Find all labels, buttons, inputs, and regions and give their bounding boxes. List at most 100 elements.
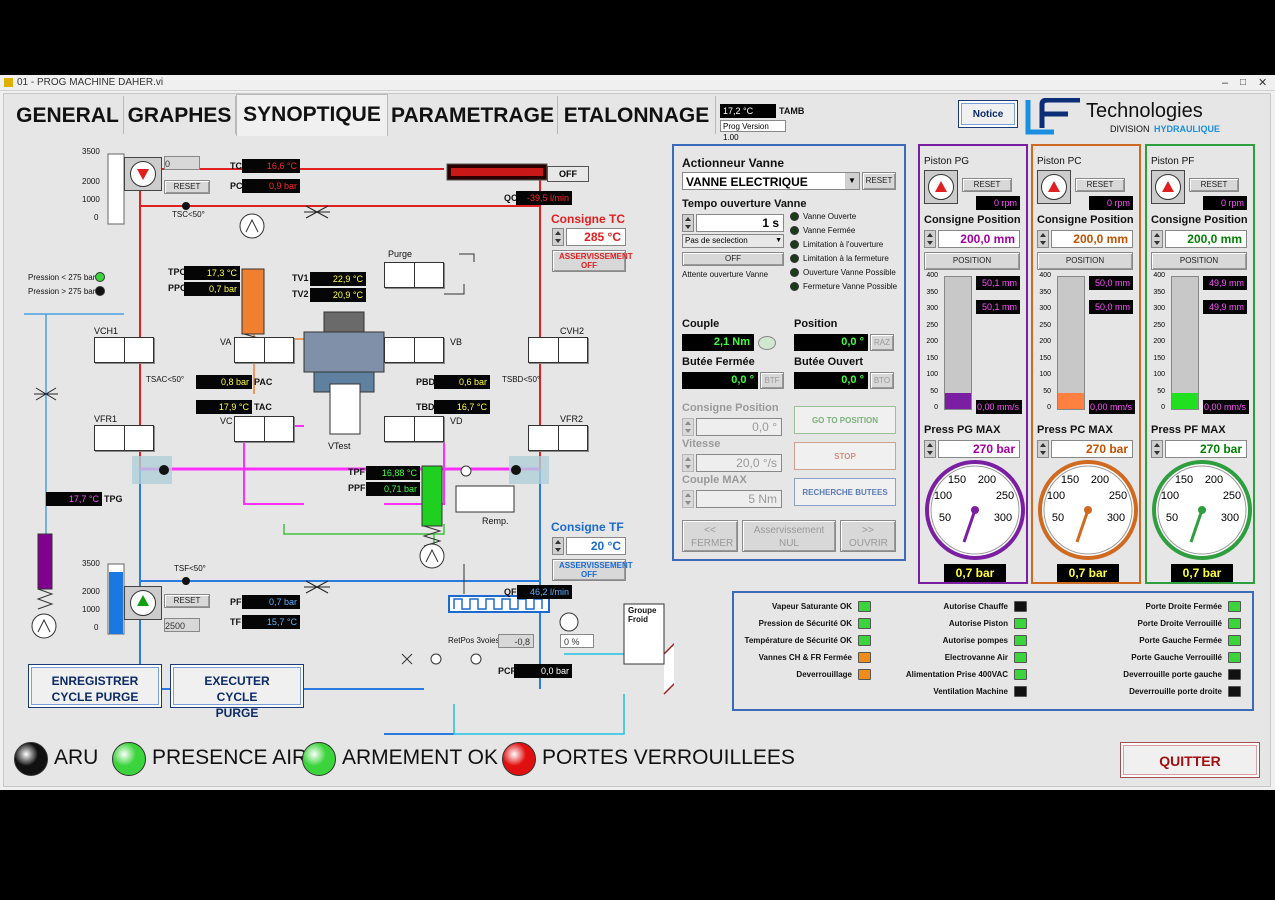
piston-press-spinner[interactable]: [924, 440, 936, 458]
piston-v2: 49,9 mm: [1203, 300, 1247, 314]
tac-display: 17,9 °C: [196, 400, 252, 414]
couple-refresh-icon[interactable]: [758, 336, 776, 350]
tempo-off-button[interactable]: OFF: [682, 252, 784, 266]
tab-synoptique[interactable]: SYNOPTIQUE: [236, 94, 388, 136]
tempo-spinner[interactable]: [682, 214, 694, 232]
butee-ouvert-display: 0,0 °: [794, 372, 868, 389]
piston-position-button[interactable]: POSITION: [1037, 252, 1133, 270]
asserv-tf-button[interactable]: ASSERVISSEMENT OFF: [552, 559, 633, 581]
valve-vfr2[interactable]: [528, 425, 588, 451]
ouvrir-button[interactable]: >> OUVRIR: [840, 520, 896, 552]
piston-consigne-spinner[interactable]: [924, 230, 936, 248]
piston-press-spinner[interactable]: [1151, 440, 1163, 458]
valve-vd[interactable]: [384, 416, 444, 442]
valve-purge[interactable]: [384, 262, 444, 288]
vitesse-input[interactable]: 20,0 °/s: [696, 454, 782, 472]
status-label: Porte Droite Fermée: [1145, 602, 1222, 611]
piston-v1: 49,9 mm: [1203, 276, 1247, 290]
tab-parametrage[interactable]: PARAMETRAGE: [388, 96, 558, 134]
valve-vc[interactable]: [234, 416, 294, 442]
tab-graphes[interactable]: GRAPHES: [124, 96, 236, 134]
piston-scale-tick: 300: [1039, 305, 1051, 312]
piston-consigne-spinner[interactable]: [1037, 230, 1049, 248]
tank-bottom-reset-button[interactable]: RESET: [164, 594, 210, 608]
tempo-input[interactable]: 1 s: [696, 214, 784, 232]
heater-off-toggle[interactable]: OFF: [547, 166, 589, 182]
piston-consigne-spinner[interactable]: [1151, 230, 1163, 248]
piston-position-button[interactable]: POSITION: [1151, 252, 1247, 270]
piston-reset-button[interactable]: RESET: [962, 178, 1012, 192]
valve-vb[interactable]: [384, 337, 444, 363]
consigne-tf-spinner[interactable]: [552, 537, 564, 555]
led-vanne-ouverte: [790, 212, 799, 221]
piston-position-button[interactable]: POSITION: [924, 252, 1020, 270]
piston-consigne-input[interactable]: 200,0 mm: [1165, 230, 1247, 248]
piston-reset-button[interactable]: RESET: [1189, 178, 1239, 192]
consigne-position-spinner[interactable]: [682, 418, 694, 436]
gauge-tick-label: 200: [977, 474, 997, 486]
status-label: Porte Gauche Fermée: [1139, 636, 1222, 645]
piston-press-spinner[interactable]: [1037, 440, 1049, 458]
consigne-position-input[interactable]: 0,0 °: [696, 418, 782, 436]
piston-v2: 50,1 mm: [976, 300, 1020, 314]
piston-scale-tick: 100: [926, 371, 938, 378]
consigne-tf-input[interactable]: 20 °C: [566, 537, 626, 555]
asserv-nul-button[interactable]: Asservissement NUL: [742, 520, 836, 552]
valve-va[interactable]: [234, 337, 294, 363]
vb-label: VB: [450, 337, 463, 347]
chevron-down-icon[interactable]: ▼: [845, 173, 859, 189]
tank-top-reset-button[interactable]: RESET: [164, 180, 210, 194]
pas-select[interactable]: Pas de seclection ▼: [682, 234, 784, 248]
piston-reset-button[interactable]: RESET: [1075, 178, 1125, 192]
retpos-label: RetPos 3voies: [448, 636, 500, 645]
status-led: [1228, 669, 1241, 680]
tf-display: 15,7 °C: [242, 615, 300, 629]
couple-max-input[interactable]: 5 Nm: [696, 490, 782, 508]
led-label: Ouverture Vanne Possible: [803, 268, 896, 277]
notice-button[interactable]: Notice: [958, 100, 1018, 128]
valve-cvh2[interactable]: [528, 337, 588, 363]
consigne-tc-spinner[interactable]: [552, 228, 564, 246]
pcf-label: PCF: [498, 666, 516, 676]
status-indicator-label: ARMEMENT OK: [342, 746, 498, 769]
pac-label: PAC: [254, 377, 273, 387]
piston-press-input[interactable]: 270 bar: [1051, 440, 1133, 458]
tempo-label: Tempo ouverture Vanne: [682, 198, 807, 210]
stop-button[interactable]: STOP: [794, 442, 896, 470]
piston-level-bar: [1057, 276, 1085, 410]
raz-button[interactable]: RAZ: [870, 334, 894, 351]
led-limitation-fermeture: [790, 254, 799, 263]
status-row: Autorise Piston: [888, 618, 1038, 632]
asserv-tc-button[interactable]: ASSERVISSEMENT OFF: [552, 250, 633, 272]
piston-press-input[interactable]: 270 bar: [1165, 440, 1247, 458]
consigne-tc-input[interactable]: 285 °C: [566, 228, 626, 246]
fermer-button[interactable]: << FERMER: [682, 520, 738, 552]
retpos-display: -0,8: [498, 634, 534, 648]
piston-press-input[interactable]: 270 bar: [938, 440, 1020, 458]
tab-etalonnage[interactable]: ETALONNAGE: [558, 96, 716, 134]
vch1-label: VCH1: [94, 326, 119, 336]
valve-vfr1[interactable]: [94, 425, 154, 451]
actionneur-select[interactable]: VANNE ELECTRIQUE ▼: [682, 172, 860, 190]
executer-cycle-purge-button[interactable]: EXECUTER CYCLE PURGE: [170, 664, 304, 720]
piston-consigne-input[interactable]: 200,0 mm: [1051, 230, 1133, 248]
close-button[interactable]: ✕: [1258, 77, 1268, 89]
tab-general[interactable]: GENERAL: [12, 96, 124, 134]
piston-press-label: Press PC MAX: [1037, 424, 1113, 436]
enregistrer-cycle-purge-button[interactable]: ENREGISTRER CYCLE PURGE: [28, 664, 162, 708]
piston-consigne-input[interactable]: 200,0 mm: [938, 230, 1020, 248]
quitter-button[interactable]: QUITTER: [1120, 742, 1260, 778]
btf-button[interactable]: BTF: [760, 372, 784, 389]
maximize-button[interactable]: □: [1240, 77, 1247, 88]
actionneur-reset-button[interactable]: RESET: [862, 172, 896, 190]
couple-max-spinner[interactable]: [682, 490, 694, 508]
valve-vch1[interactable]: [94, 337, 154, 363]
piston-pump: [1151, 170, 1185, 204]
chevron-down-icon[interactable]: ▼: [775, 237, 782, 244]
vitesse-spinner[interactable]: [682, 454, 694, 472]
recherche-butees-button[interactable]: RECHERCHE BUTEES: [794, 478, 896, 506]
piston-scale-tick: 350: [1153, 288, 1165, 296]
go-to-position-button[interactable]: GO TO POSITION: [794, 406, 896, 434]
minimize-button[interactable]: –: [1222, 77, 1229, 89]
bto-button[interactable]: BTO: [870, 372, 894, 389]
